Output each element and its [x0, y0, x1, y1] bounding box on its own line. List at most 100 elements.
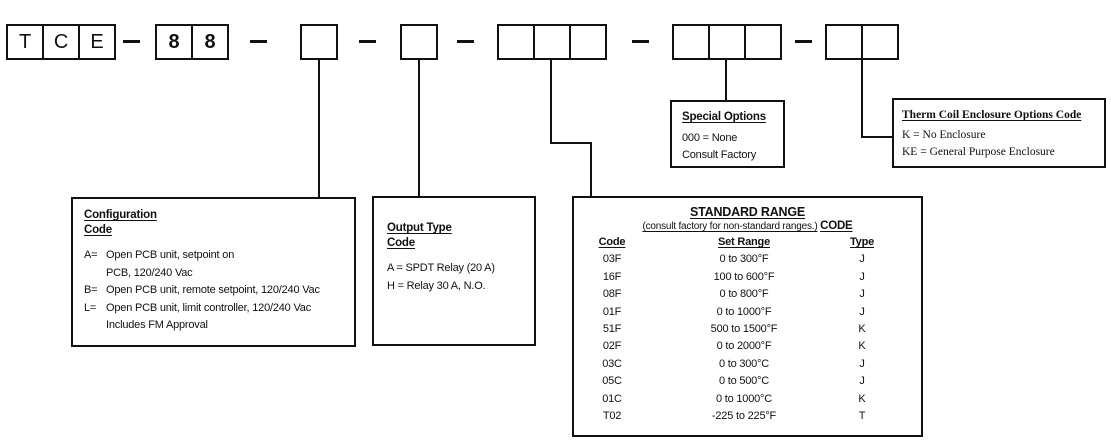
prefix-cell-c: C — [42, 24, 80, 60]
range-row-type: K — [858, 340, 866, 353]
range-row-setrange: 100 to 600°F — [713, 270, 775, 283]
range-row-code: 02F — [602, 340, 622, 353]
special-options-boxes — [672, 24, 782, 60]
range-cell-1 — [497, 24, 535, 60]
output-type-item: A = SPDT Relay (20 A) — [387, 262, 495, 274]
output-type-item: H = Relay 30 A, N.O. — [387, 279, 486, 292]
standard-range-callout: STANDARD RANGE (consult factory for non-… — [572, 196, 923, 437]
range-row-setrange: 0 to 300°C — [718, 357, 770, 370]
configuration-item: A= Open PCB unit, setpoint on PCB, 120/2… — [84, 247, 348, 282]
configuration-item-text: Open PCB unit, remote setpoint, 120/240 … — [106, 284, 320, 296]
series-digit: 8 — [204, 31, 216, 53]
dash-separator — [795, 40, 812, 43]
prefix-cell-e: E — [78, 24, 116, 60]
output-type-cell — [400, 24, 438, 60]
output-type-title: Output Type — [387, 222, 452, 234]
special-options-cell-1 — [672, 24, 710, 60]
connector-range-elbow — [550, 142, 592, 144]
dash-separator — [457, 40, 474, 43]
range-row-setrange: 500 to 1500°F — [710, 323, 778, 336]
range-cell-3 — [569, 24, 607, 60]
configuration-item-code: B= — [84, 284, 98, 296]
configuration-code-box — [300, 24, 338, 60]
range-row-code: 16F — [602, 270, 622, 283]
range-row-code: 03F — [602, 253, 622, 266]
configuration-item: B= Open PCB unit, remote setpoint, 120/2… — [84, 282, 348, 300]
range-row-type: J — [859, 270, 865, 283]
range-row-setrange: -225 to 225°F — [711, 410, 777, 423]
range-row-type: J — [859, 375, 865, 388]
range-row-code: 08F — [602, 288, 622, 301]
prefix-letter: E — [90, 31, 104, 53]
dash-separator — [123, 40, 140, 43]
output-type-code-box — [400, 24, 438, 60]
prefix-cell-t: T — [6, 24, 44, 60]
enclosure-cell-2 — [861, 24, 899, 60]
configuration-item-code: A= — [84, 249, 98, 261]
range-row-type: T — [858, 410, 866, 423]
range-row-code: T02 — [602, 410, 622, 423]
connector-configuration — [318, 58, 320, 197]
connector-special-options — [725, 58, 727, 100]
prefix-letter: T — [18, 31, 32, 53]
column-header-type: Type — [849, 236, 875, 248]
enclosure-option-line: K = No Enclosure — [902, 129, 986, 141]
column-header-code: Code — [598, 236, 626, 248]
configuration-cell — [300, 24, 338, 60]
special-options-cell-3 — [744, 24, 782, 60]
connector-range-top — [550, 58, 552, 144]
special-options-title: Special Options — [682, 111, 766, 123]
enclosure-code-boxes — [825, 24, 899, 60]
dash-separator — [359, 40, 376, 43]
special-options-line: Consult Factory — [682, 149, 757, 161]
range-cell-2 — [533, 24, 571, 60]
special-options-line: 000 = None — [682, 132, 738, 144]
prefix-boxes: T C E — [6, 24, 116, 60]
standard-range-subtitle: (consult factory for non-standard ranges… — [642, 220, 853, 232]
enclosure-options-title: Therm Coil Enclosure Options Code — [902, 109, 1082, 121]
range-row-code: 05C — [602, 375, 622, 388]
enclosure-options-callout: Therm Coil Enclosure Options Code K = No… — [892, 98, 1106, 168]
range-row-setrange: 0 to 300°F — [719, 253, 769, 266]
standard-range-title: STANDARD RANGE — [689, 205, 806, 219]
dash-separator — [250, 40, 267, 43]
range-row-code: 51F — [602, 323, 622, 336]
prefix-letter: C — [53, 31, 69, 53]
standard-range-code-label: CODE — [820, 220, 853, 232]
connector-output-type — [418, 58, 420, 196]
enclosure-cell-1 — [825, 24, 863, 60]
range-row-type: K — [858, 392, 866, 405]
configuration-item: L= Open PCB unit, limit controller, 120/… — [84, 300, 348, 335]
range-row-type: J — [859, 357, 865, 370]
configuration-item-code: L= — [84, 301, 97, 314]
special-options-callout: Special Options 000 = None Consult Facto… — [670, 100, 785, 168]
configuration-item-text: Open PCB unit, setpoint on PCB, 120/240 … — [106, 249, 235, 279]
series-cell-8a: 8 — [155, 24, 193, 60]
range-row-setrange: 0 to 800°F — [719, 288, 769, 301]
range-row-type: K — [858, 323, 866, 336]
range-row-setrange: 0 to 500°C — [718, 375, 770, 388]
enclosure-option-line: KE = General Purpose Enclosure — [902, 145, 1055, 158]
range-row-code: 01C — [602, 392, 622, 405]
configuration-title: Configuration — [84, 209, 157, 221]
configuration-subtitle: Code — [84, 224, 112, 236]
range-row-setrange: 0 to 2000°F — [716, 340, 772, 353]
configuration-item-text: Open PCB unit, limit controller, 120/240… — [106, 301, 311, 332]
series-digit: 8 — [168, 31, 180, 53]
connector-enclosure-top — [861, 58, 863, 138]
range-row-setrange: 0 to 1000°C — [715, 392, 773, 405]
output-type-callout: Output Type Code A = SPDT Relay (20 A) H… — [372, 196, 536, 346]
connector-enclosure-elbow — [861, 136, 892, 138]
series-boxes: 8 8 — [155, 24, 229, 60]
standard-range-table: 03F 0 to 300°F J 16F 100 to 600°F J 08F … — [576, 251, 921, 425]
column-header-set-range: Set Range — [718, 236, 770, 248]
range-row-type: J — [859, 305, 865, 318]
range-row-code: 03C — [602, 357, 622, 370]
range-row-code: 01F — [602, 305, 622, 318]
connector-range-bottom — [590, 142, 592, 196]
range-row-type: J — [859, 253, 865, 266]
configuration-callout: Configuration Code A= Open PCB unit, set… — [71, 197, 356, 347]
range-row-type: J — [859, 288, 865, 301]
dash-separator — [632, 40, 649, 43]
